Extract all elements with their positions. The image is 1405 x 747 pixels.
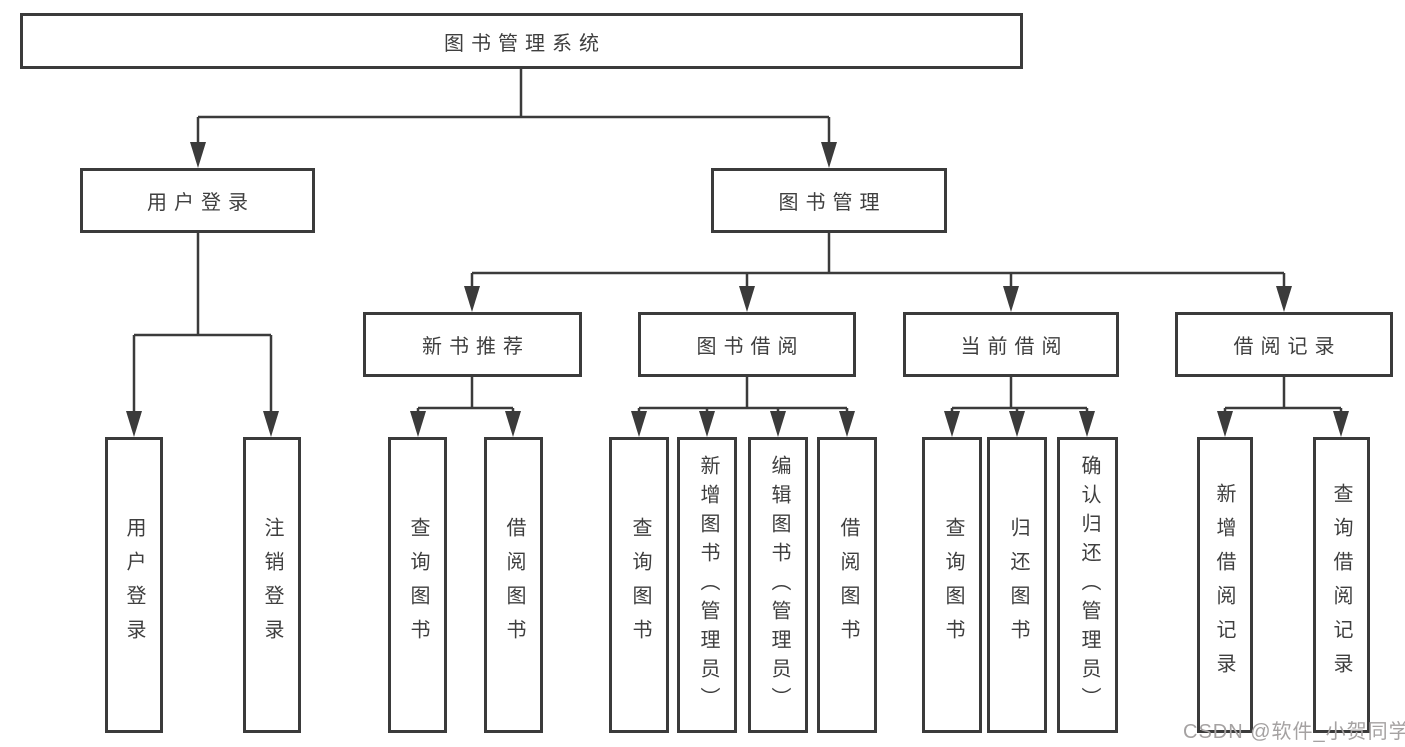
leaf-user-login: 用户登录 [105, 437, 163, 733]
leaf-query-books-2: 查询图书 [609, 437, 669, 733]
node-book-management: 图书管理 [711, 168, 947, 233]
leaf-return-book: 归还图书 [987, 437, 1047, 733]
node-new-book-recommend: 新书推荐 [363, 312, 582, 377]
node-user-login: 用户登录 [80, 168, 315, 233]
leaf-borrow-books-1: 借阅图书 [484, 437, 543, 733]
leaf-query-books-1: 查询图书 [388, 437, 447, 733]
node-current-borrow: 当前借阅 [903, 312, 1119, 377]
leaf-confirm-return-admin: 确认归还（管理员） [1057, 437, 1118, 733]
leaf-query-books-3: 查询图书 [922, 437, 982, 733]
connector-borrow-records-to-leaves [1223, 377, 1343, 417]
node-book-borrow: 图书借阅 [638, 312, 856, 377]
node-borrow-records: 借阅记录 [1175, 312, 1393, 377]
leaf-add-book-admin: 新增图书（管理员） [677, 437, 737, 733]
leaf-edit-book-admin: 编辑图书（管理员） [748, 437, 808, 733]
csdn-watermark: CSDN @软件_小贺同学 [1183, 721, 1405, 743]
leaf-logout: 注销登录 [243, 437, 301, 733]
connector-root-to-branches [196, 69, 831, 148]
connector-book-management-to-modules [470, 233, 1286, 292]
leaf-add-borrow-record: 新增借阅记录 [1197, 437, 1253, 733]
connector-book-borrow-to-leaves [637, 377, 849, 417]
connector-new-book-recommend-to-leaves [416, 377, 515, 417]
arrowheads [126, 142, 1349, 437]
node-root-library-system: 图书管理系统 [20, 13, 1023, 69]
leaf-query-borrow-record: 查询借阅记录 [1313, 437, 1370, 733]
leaf-borrow-books-2: 借阅图书 [817, 437, 877, 733]
connector-user-login-to-leaves [132, 233, 273, 417]
